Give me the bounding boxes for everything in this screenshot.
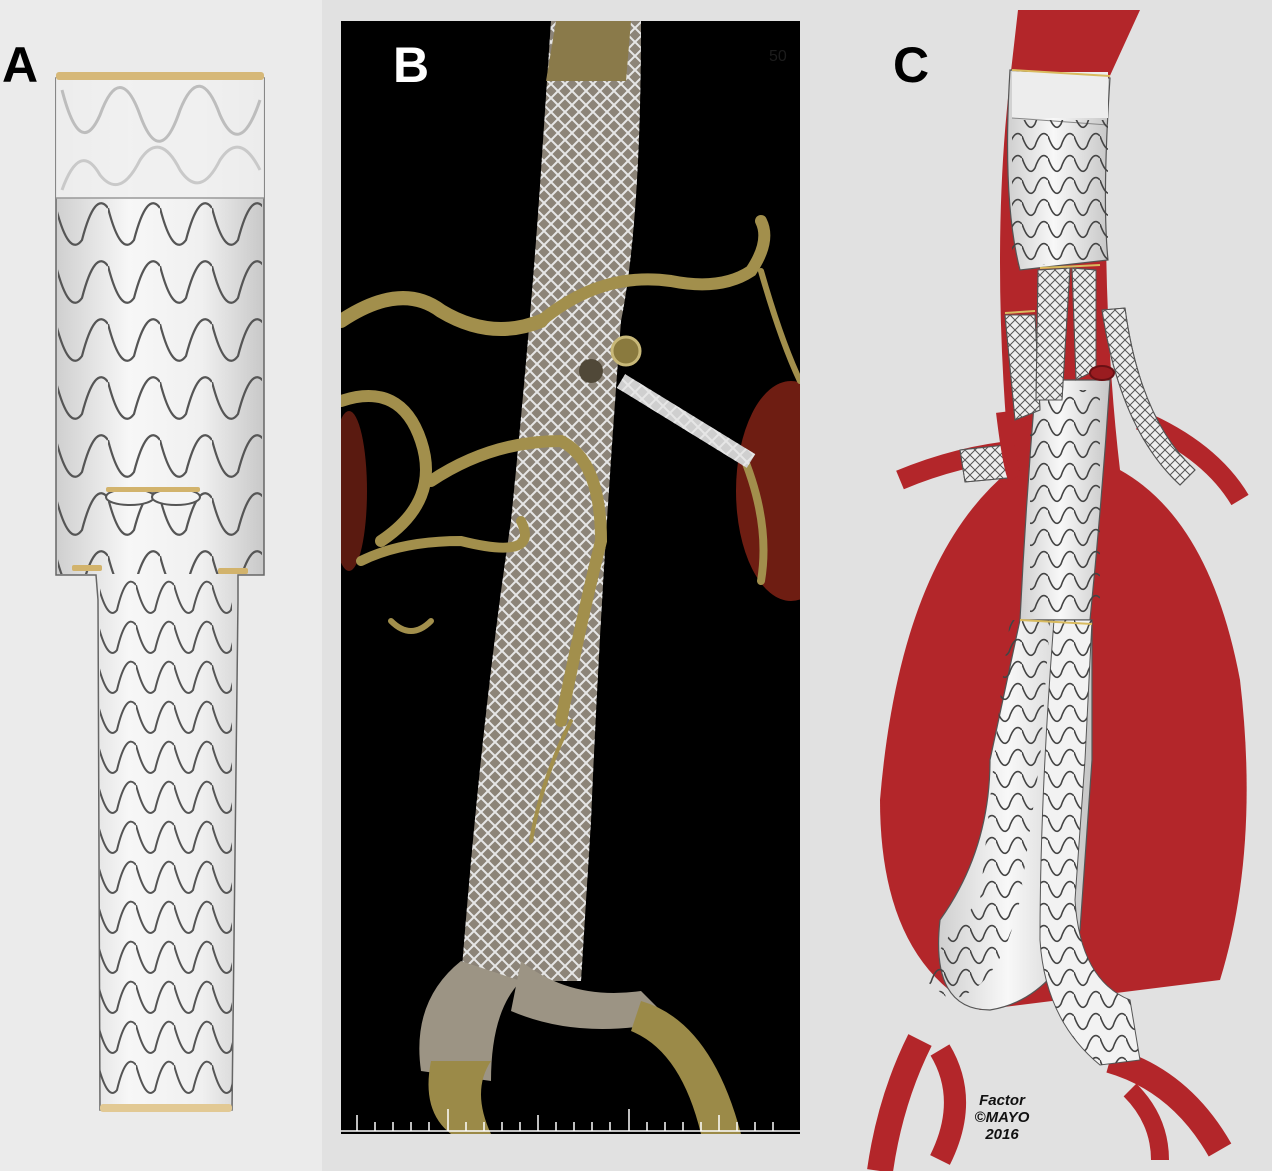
ct-volume-rendering: 50 — [341, 21, 800, 1134]
credit-author: Factor — [979, 1092, 1025, 1109]
credit-copyright: ©MAYO — [974, 1109, 1030, 1126]
panel-label-c: C — [893, 37, 930, 93]
aneurysm-endograft-illustration — [867, 10, 1249, 1171]
panel-label-a: A — [2, 37, 39, 93]
stent-graft-device-illustration — [55, 72, 265, 1112]
ct-render-graphic: 50 — [341, 21, 800, 1134]
panel-label-b: B — [393, 37, 430, 93]
illustration-credit: Factor ©MAYO 2016 — [962, 1092, 1042, 1143]
ct-corner-text: 50 — [769, 48, 787, 65]
scale-bar — [341, 1109, 800, 1132]
credit-year: 2016 — [985, 1126, 1019, 1143]
